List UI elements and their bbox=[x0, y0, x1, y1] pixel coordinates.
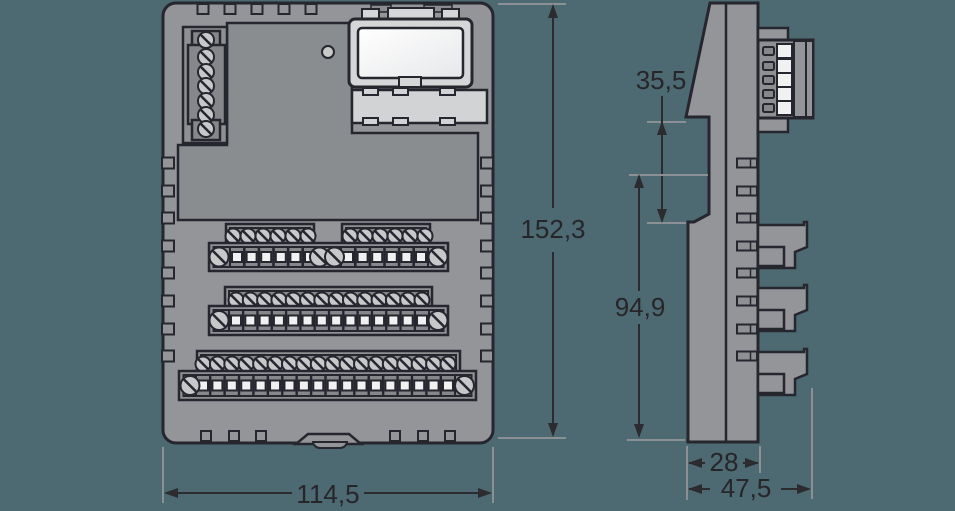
dim-side-body-depth: 28 bbox=[686, 446, 761, 500]
bus-connector-strip bbox=[350, 87, 489, 126]
side-view bbox=[684, 1, 815, 444]
top-edge-notches bbox=[196, 3, 318, 15]
arrow-down-icon bbox=[657, 209, 667, 223]
arrow-up-icon bbox=[548, 4, 558, 18]
arrow-right-icon bbox=[478, 488, 492, 498]
display-module bbox=[347, 4, 474, 89]
dim-side-total-depth-label: 47,5 bbox=[721, 473, 772, 503]
bottom-mount-recess bbox=[292, 432, 365, 450]
terminal-row-3 bbox=[177, 349, 478, 402]
arrow-left-icon bbox=[688, 458, 702, 468]
arrow-right-icon bbox=[797, 484, 811, 494]
dim-side-top-offset: 35,5 bbox=[636, 65, 687, 224]
arrow-left-icon bbox=[688, 484, 702, 494]
side-connector bbox=[756, 26, 815, 134]
dim-side-rail-offset: 94,9 bbox=[615, 174, 708, 441]
arrow-up-icon bbox=[657, 121, 667, 135]
arrow-up-icon bbox=[634, 174, 644, 188]
front-view bbox=[161, 1, 495, 450]
arrow-left-icon bbox=[164, 488, 178, 498]
mounting-hooks bbox=[756, 220, 809, 397]
side-edge-notches bbox=[161, 156, 494, 363]
dim-side-top-offset-label: 35,5 bbox=[636, 65, 687, 95]
left-terminal-block bbox=[181, 25, 229, 145]
side-edge-slots bbox=[736, 157, 758, 362]
led-indicator bbox=[321, 45, 335, 59]
module-latch bbox=[398, 76, 422, 88]
dim-front-width: 114,5 bbox=[162, 447, 494, 509]
bottom-edge-notches bbox=[200, 430, 456, 442]
display-window bbox=[356, 26, 465, 80]
dim-front-width-label: 114,5 bbox=[296, 479, 359, 509]
dimension-annotations: 152,3 114,5 35,5 9 bbox=[162, 3, 813, 509]
dim-side-body-depth-label: 28 bbox=[710, 447, 739, 477]
terminal-row-1 bbox=[207, 222, 450, 273]
dim-side-total-depth: 47,5 bbox=[688, 388, 813, 503]
arrow-right-icon bbox=[745, 458, 759, 468]
dim-front-height-label: 152,3 bbox=[520, 214, 585, 244]
dim-front-height: 152,3 bbox=[498, 3, 586, 439]
arrow-down-icon bbox=[634, 424, 644, 438]
terminal-row-2 bbox=[207, 285, 450, 337]
dim-side-rail-offset-label: 94,9 bbox=[615, 292, 666, 322]
arrow-down-icon bbox=[548, 423, 558, 437]
